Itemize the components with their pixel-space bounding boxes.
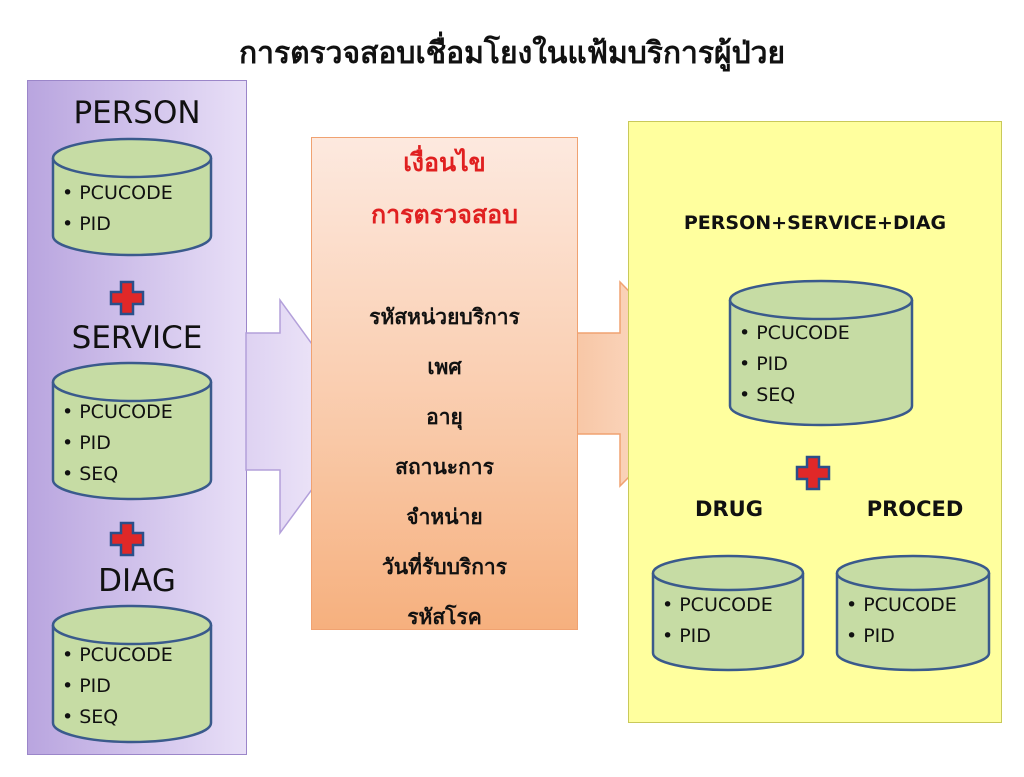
service-field: PCUCODE (62, 397, 173, 428)
conditions-box: เงื่อนไข การตรวจสอบ รหัสหน่วยบริการ เพศ … (311, 137, 578, 630)
person-field: PID (62, 209, 173, 240)
drug-field: PID (662, 621, 773, 652)
drug-table-cylinder: PCUCODE PID (651, 554, 805, 672)
drug-table-label: DRUG (695, 497, 763, 521)
plus-icon (109, 280, 145, 320)
diagram-title: การตรวจสอบเชื่อมโยงในแฟ้มบริการผู้ป่วย (238, 36, 786, 71)
combined-field: PID (739, 349, 850, 380)
conditions-heading: เงื่อนไข (403, 148, 486, 177)
combined-field: PCUCODE (739, 318, 850, 349)
service-table-cylinder: PCUCODE PID SEQ (51, 361, 213, 501)
plus-icon (109, 521, 145, 561)
service-table-label: SERVICE (71, 320, 203, 356)
person-table-cylinder: PCUCODE PID (51, 137, 213, 257)
person-field: PCUCODE (62, 178, 173, 209)
conditions-heading-sub: การตรวจสอบ (370, 200, 519, 229)
person-table-label: PERSON (73, 95, 201, 131)
condition-item: อายุ (426, 405, 463, 429)
drug-field: PCUCODE (662, 590, 773, 621)
plus-icon (795, 455, 831, 495)
diag-table-cylinder: PCUCODE PID SEQ (51, 604, 213, 744)
condition-item: สถานะการ (395, 455, 494, 479)
diag-table-label: DIAG (98, 563, 176, 599)
combined-field: SEQ (739, 380, 850, 411)
diag-field: SEQ (62, 702, 173, 733)
diag-field: PID (62, 671, 173, 702)
condition-item: รหัสหน่วยบริการ (369, 305, 520, 329)
combined-table-label: PERSON+SERVICE+DIAG (683, 212, 947, 234)
condition-item: รหัสโรค (407, 605, 482, 629)
condition-item: วันที่รับบริการ (382, 555, 507, 579)
proced-table-label: PROCED (866, 497, 964, 521)
service-field: PID (62, 428, 173, 459)
condition-item: เพศ (427, 355, 462, 379)
proced-field: PCUCODE (846, 590, 957, 621)
proced-field: PID (846, 621, 957, 652)
diag-field: PCUCODE (62, 640, 173, 671)
condition-item: จำหน่าย (406, 505, 483, 529)
combined-table-cylinder: PCUCODE PID SEQ (728, 279, 914, 427)
proced-table-cylinder: PCUCODE PID (835, 554, 991, 672)
service-field: SEQ (62, 459, 173, 490)
